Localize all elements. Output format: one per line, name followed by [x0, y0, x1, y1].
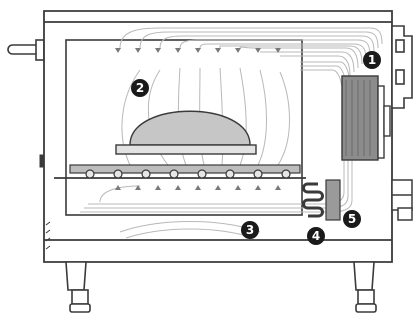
food-product: [115, 110, 257, 155]
callout-4: 4: [307, 227, 325, 245]
callout-5: 5: [343, 210, 361, 228]
callout-2-label: 2: [136, 81, 144, 95]
door-handle: [7, 39, 45, 61]
airflow-down-arrow: [135, 48, 141, 53]
airflow-up-arrow: [235, 185, 241, 190]
airflow-up-arrow: [155, 185, 161, 190]
callout-5-label: 5: [348, 212, 356, 226]
numbered-callout-badge: [363, 51, 381, 69]
burner-box: [325, 179, 341, 221]
numbered-callout-badge: [241, 221, 259, 239]
airflow-up-arrow: [195, 185, 201, 190]
airflow-down-arrow: [235, 48, 241, 53]
callout-1-label: 1: [368, 53, 376, 67]
airflow-down-arrow: [195, 48, 201, 53]
airflow-up-arrow: [255, 185, 261, 190]
numbered-callout-badge: [131, 79, 149, 97]
airflow-down-arrow: [215, 48, 221, 53]
callout-4-label: 4: [312, 229, 320, 243]
airflow-down-arrow: [115, 48, 121, 53]
airflow-up-arrow: [175, 185, 181, 190]
airflow-down-arrows: [115, 48, 281, 53]
blower-fan: [341, 75, 391, 161]
callout-3: 3: [241, 221, 259, 239]
airflow-up-arrow: [135, 185, 141, 190]
airflow-up-arrows: [115, 185, 281, 190]
airflow-up-arrow: [215, 185, 221, 190]
callout-2: 2: [131, 79, 149, 97]
airflow-down-arrow: [255, 48, 261, 53]
heating-element: [302, 182, 324, 218]
numbered-callout-badge: [343, 210, 361, 228]
airflow-up-arrow: [275, 185, 281, 190]
baking-chamber: [65, 39, 303, 216]
airflow-top-streams: [119, 27, 383, 77]
callout-3-label: 3: [246, 223, 254, 237]
numbered-callout-badge: [307, 227, 325, 245]
airflow-down-arrow: [275, 48, 281, 53]
airflow-down-arrow: [175, 48, 181, 53]
airflow-up-arrow: [115, 185, 121, 190]
callout-1: 1: [363, 51, 381, 69]
conveyor-belt: [54, 164, 306, 179]
gas-fitting: [391, 179, 413, 221]
side-vents: [39, 154, 51, 250]
control-box: [391, 25, 413, 109]
airflow-down-arrow: [155, 48, 161, 53]
oven-legs: [65, 261, 377, 313]
